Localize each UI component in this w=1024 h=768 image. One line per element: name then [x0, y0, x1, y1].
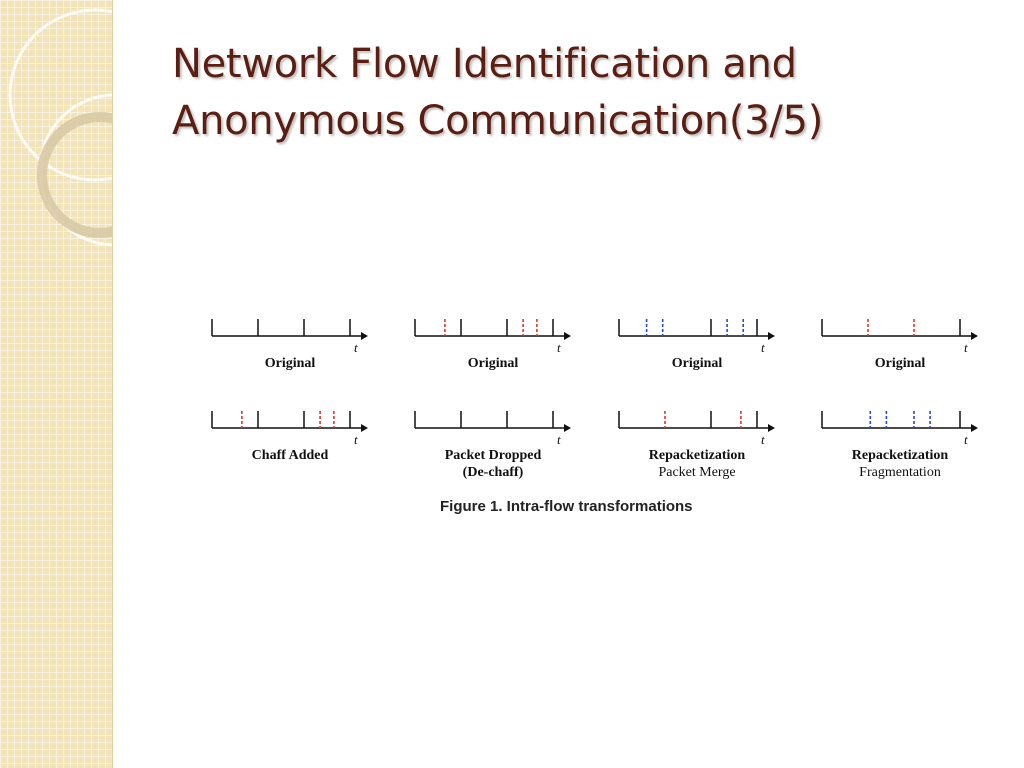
time-axis-label: t [557, 432, 561, 447]
time-axis-arrow [768, 332, 775, 340]
figure-caption: Figure 1. Intra-flow transformations [440, 498, 693, 515]
decorative-circles [8, 8, 112, 247]
panel-fragmentation: t Repacketization Fragmentation [820, 396, 990, 480]
panel-label: Original [264, 356, 316, 371]
slide-title: Network Flow Identification and Anonymou… [172, 36, 992, 150]
timeline [414, 319, 571, 340]
panel-label: Original [671, 356, 723, 371]
timeline [618, 411, 775, 432]
timeline [414, 411, 571, 432]
time-axis-label: t [761, 432, 765, 447]
time-axis-arrow [361, 332, 368, 340]
time-axis-arrow [564, 424, 571, 432]
timeline [618, 319, 775, 340]
timeline [211, 411, 368, 432]
panel-sublabel: Fragmentation [859, 465, 941, 480]
panel-label: Original [874, 356, 926, 371]
time-axis-label: t [557, 340, 561, 355]
panel-label: Repacketization [851, 448, 949, 463]
panel-sublabel: (De-chaff) [462, 465, 524, 480]
time-axis-label: t [354, 340, 358, 355]
panel-packet-merge: t Repacketization Packet Merge [617, 396, 787, 480]
panel-label: Repacketization [648, 448, 746, 463]
timeline [211, 319, 368, 340]
time-axis-arrow [361, 424, 368, 432]
panel-packet-dropped: t Packet Dropped (De-chaff) [413, 396, 583, 480]
panel-label: Chaff Added [251, 448, 329, 463]
slide-title-line-1: Network Flow Identification and [172, 41, 797, 87]
panel-original-2: t Original [413, 304, 583, 384]
time-axis-label: t [354, 432, 358, 447]
time-axis-label: t [964, 340, 968, 355]
timeline [821, 411, 978, 432]
slide-title-line-2: Anonymous Communication(3/5) [172, 98, 824, 144]
panel-label: Original [467, 356, 519, 371]
time-axis-arrow [971, 332, 978, 340]
panel-sublabel: Packet Merge [658, 465, 736, 480]
decorative-side-panel [0, 0, 113, 768]
time-axis-arrow [564, 332, 571, 340]
timeline [821, 319, 978, 340]
panel-label: Packet Dropped [444, 448, 542, 463]
time-axis-label: t [761, 340, 765, 355]
panel-original-1: t Original [210, 304, 380, 384]
panel-chaff-added: t Chaff Added [210, 396, 380, 476]
intra-flow-figure: t Original t Original t Original t Origi… [200, 290, 1000, 530]
panel-original-3: t Original [617, 304, 787, 384]
time-axis-label: t [964, 432, 968, 447]
time-axis-arrow [971, 424, 978, 432]
panel-original-4: t Original [820, 304, 990, 384]
time-axis-arrow [768, 424, 775, 432]
